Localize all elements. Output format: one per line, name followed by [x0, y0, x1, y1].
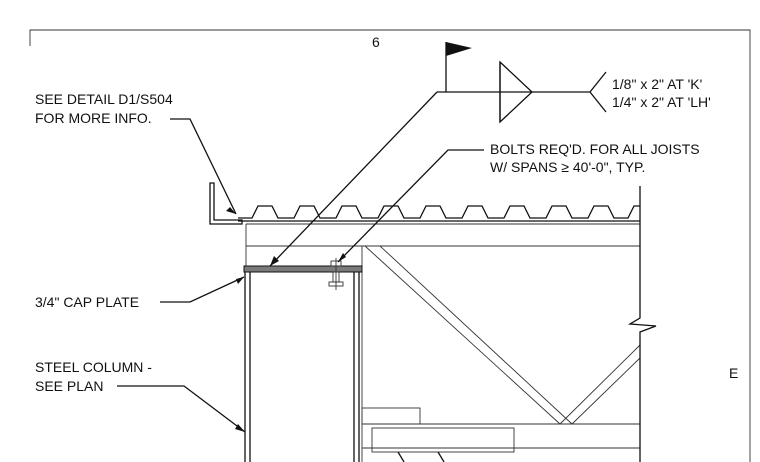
joist-web [361, 245, 641, 462]
steel-column [244, 272, 360, 462]
weld-note-line1: 1/8" x 2" AT 'K' [612, 76, 702, 92]
see-detail-leader [170, 118, 237, 215]
grid-label-e: E [729, 365, 738, 381]
column-note-line1: STEEL COLUMN - [35, 359, 152, 375]
see-detail-note-line2: FOR MORE INFO. [35, 110, 152, 126]
joist-bottom-chord [361, 407, 640, 462]
weld-note-line2: 1/4" x 2" AT 'LH' [612, 94, 711, 110]
weld-symbol [269, 42, 607, 267]
bolts-leader [337, 149, 484, 263]
see-detail-note-line1: SEE DETAIL D1/S504 [35, 91, 173, 107]
deck-edge-angle [209, 182, 243, 225]
sheet-border [29, 29, 751, 462]
joist-top-chord [245, 223, 640, 268]
metal-roof-deck [238, 205, 640, 222]
grid-label-6: 6 [372, 34, 380, 50]
cap-plate [243, 265, 363, 273]
field-weld-flag [446, 42, 472, 56]
cap-plate-leader [160, 276, 245, 303]
column-leader [117, 385, 246, 433]
bolts-note-line2: W/ SPANS ≥ 40'-0", TYP. [490, 159, 645, 175]
cap-plate-note: 3/4" CAP PLATE [35, 294, 139, 310]
bolts-note-line1: BOLTS REQ'D. FOR ALL JOISTS [490, 141, 700, 157]
column-note-line2: SEE PLAN [35, 378, 103, 394]
bolt [328, 258, 344, 290]
break-line [627, 186, 657, 462]
